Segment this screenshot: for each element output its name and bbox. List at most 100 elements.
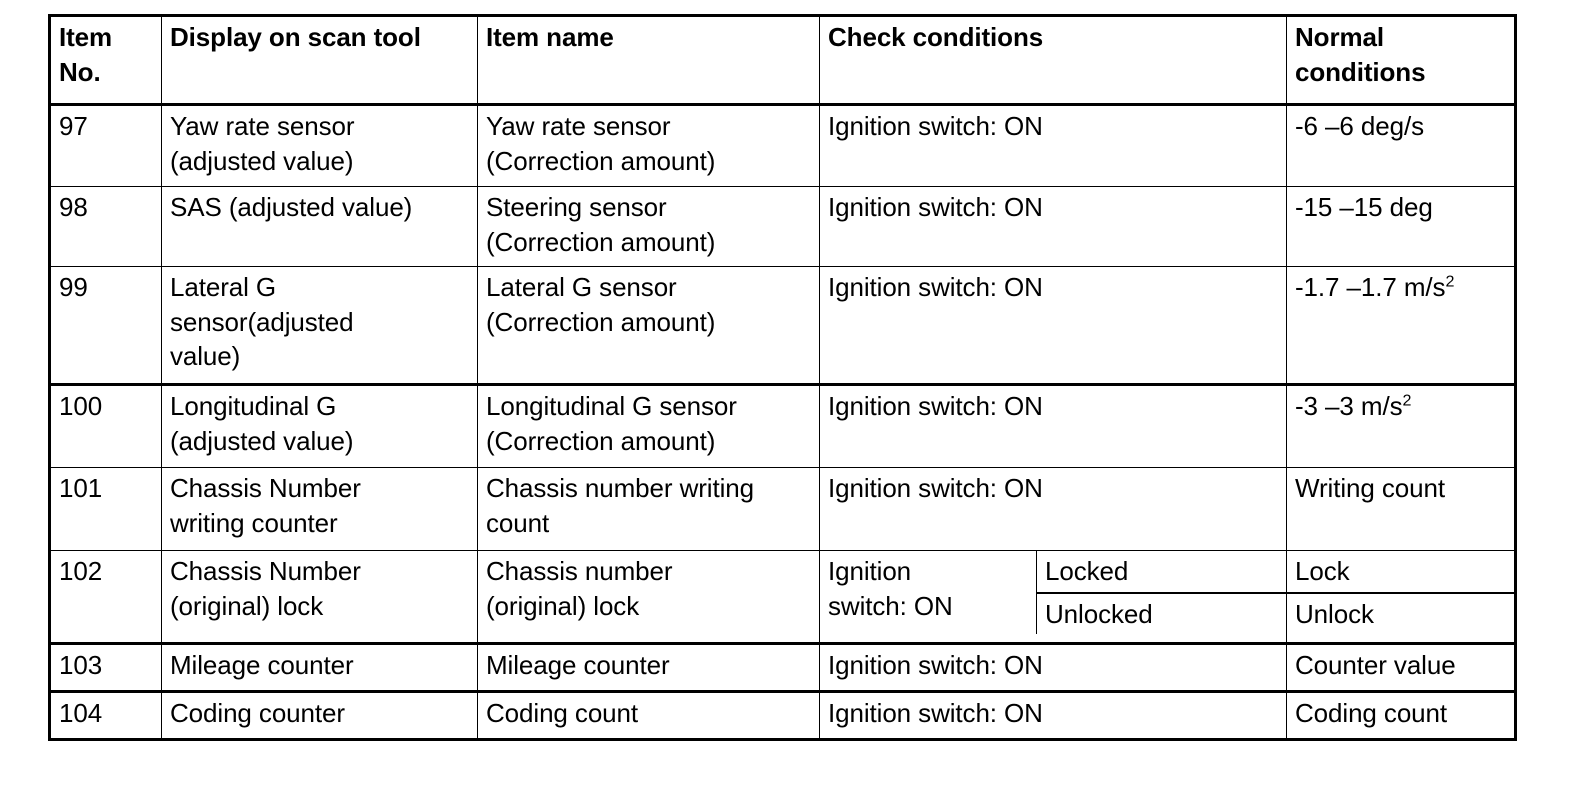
cell-line: Ignition <box>828 556 912 586</box>
scan-tool-datalist-table-wrapper: Item No. Display on scan tool Item name … <box>48 14 1517 741</box>
cell-check-conditions: Ignition switch: ON <box>819 643 1287 693</box>
column-header-display-on-scan-tool-label: Display on scan tool <box>170 22 421 52</box>
cell-display-on-scan-tool: Mileage counter <box>161 643 478 693</box>
table-row: 103 Mileage counter Mileage counter Igni… <box>49 643 1516 693</box>
cell-line: switch: ON <box>828 590 953 621</box>
table-row: 98 SAS (adjusted value) Steering sensor … <box>49 186 1516 267</box>
cell-item-no: 97 <box>49 104 162 187</box>
cell-display-on-scan-tool: SAS (adjusted value) <box>161 186 478 267</box>
cell-line: (adjusted value) <box>170 145 354 176</box>
check-condition-text: Ignition switch: ON <box>820 551 1037 635</box>
table-header: Item No. Display on scan tool Item name … <box>49 15 1516 106</box>
cell-display-on-scan-tool: Lateral G sensor(adjusted value) <box>161 266 478 386</box>
cell-line: (Correction amount) <box>486 425 716 456</box>
cell-check-conditions: Ignition switch: ON <box>819 266 1287 386</box>
cell-check-conditions-split: Ignition switch: ON Locked Unlocked <box>819 550 1287 645</box>
header-row: Item No. Display on scan tool Item name … <box>49 15 1516 106</box>
cell-line: (original) lock <box>486 590 640 621</box>
normal-value-exponent: 2 <box>1445 272 1455 291</box>
cell-normal-conditions: Counter value <box>1286 643 1516 693</box>
cell-line: count <box>486 507 550 538</box>
cell-line: Mileage counter <box>170 650 354 680</box>
cell-normal-conditions: Coding count <box>1286 691 1516 740</box>
cell-check-conditions: Ignition switch: ON <box>819 104 1287 187</box>
table-row: 102 Chassis Number (original) lock Chass… <box>49 550 1516 645</box>
cell-line: sensor(adjusted <box>170 306 354 337</box>
cell-item-name: Lateral G sensor (Correction amount) <box>477 266 820 386</box>
column-header-item-no: Item No. <box>49 15 162 106</box>
normal-value-exponent: 2 <box>1402 391 1412 410</box>
cell-normal-conditions: -6 –6 deg/s <box>1286 104 1516 187</box>
cell-display-on-scan-tool: Yaw rate sensor (adjusted value) <box>161 104 478 187</box>
column-header-normal-conditions: Normal conditions <box>1286 15 1516 106</box>
column-header-display-on-scan-tool: Display on scan tool <box>161 15 478 106</box>
check-condition-states: Locked Unlocked <box>1037 551 1286 634</box>
cell-line: Mileage counter <box>486 650 670 680</box>
cell-line: (Correction amount) <box>486 306 716 337</box>
cell-line: (Correction amount) <box>486 145 716 176</box>
cell-line: value) <box>170 341 241 372</box>
cell-line: Coding count <box>486 698 639 728</box>
normal-value-number: -1.7 –1.7 <box>1295 272 1397 302</box>
table-row: 100 Longitudinal G (adjusted value) Long… <box>49 384 1516 468</box>
cell-line: Chassis Number <box>170 556 361 586</box>
cell-normal-conditions: -1.7 –1.7 m/s2 <box>1286 266 1516 386</box>
cell-normal-conditions: -15 –15 deg <box>1286 186 1516 267</box>
cell-normal-conditions: -3 –3 m/s2 <box>1286 384 1516 468</box>
normal-state-unlock: Unlock <box>1295 598 1374 629</box>
column-header-normal-conditions-line2: conditions <box>1295 56 1426 87</box>
normal-value-unit: m/s <box>1360 391 1403 421</box>
cell-line: Lateral G sensor <box>486 272 677 302</box>
column-header-normal-conditions-line1: Normal <box>1295 22 1384 52</box>
check-state-unlocked: Unlocked <box>1045 598 1153 629</box>
column-header-item-name: Item name <box>477 15 820 106</box>
table-row: 101 Chassis Number writing counter Chass… <box>49 467 1516 551</box>
cell-item-no: 103 <box>49 643 162 693</box>
table-row: 99 Lateral G sensor(adjusted value) Late… <box>49 266 1516 386</box>
column-header-check-conditions-label: Check conditions <box>828 22 1044 52</box>
cell-item-name: Chassis number writing count <box>477 467 820 551</box>
cell-item-no: 99 <box>49 266 162 386</box>
cell-item-name: Coding count <box>477 691 820 740</box>
column-header-check-conditions: Check conditions <box>819 15 1287 106</box>
cell-check-conditions: Ignition switch: ON <box>819 384 1287 468</box>
cell-line: Lateral G <box>170 272 277 302</box>
cell-item-name: Chassis number (original) lock <box>477 550 820 645</box>
cell-line: SAS (adjusted value) <box>170 192 413 222</box>
cell-display-on-scan-tool: Longitudinal G (adjusted value) <box>161 384 478 468</box>
cell-line: (original) lock <box>170 590 324 621</box>
cell-line: (adjusted value) <box>170 425 354 456</box>
cell-item-name: Longitudinal G sensor (Correction amount… <box>477 384 820 468</box>
table-body: 97 Yaw rate sensor (adjusted value) Yaw … <box>49 104 1516 740</box>
cell-line: Longitudinal G sensor <box>486 391 737 421</box>
cell-item-no: 102 <box>49 550 162 645</box>
cell-item-name: Steering sensor (Correction amount) <box>477 186 820 267</box>
cell-line: Yaw rate sensor <box>486 111 671 141</box>
normal-value-number: -3 –3 <box>1295 391 1354 421</box>
cell-line: writing counter <box>170 507 338 538</box>
cell-line: Yaw rate sensor <box>170 111 355 141</box>
column-header-item-name-label: Item name <box>486 22 614 52</box>
cell-check-conditions: Ignition switch: ON <box>819 186 1287 267</box>
check-state-locked: Locked <box>1037 551 1286 594</box>
cell-check-conditions: Ignition switch: ON <box>819 691 1287 740</box>
cell-item-no: 104 <box>49 691 162 740</box>
cell-line: Chassis Number <box>170 473 361 503</box>
cell-item-no: 98 <box>49 186 162 267</box>
normal-value-unit: m/s <box>1403 272 1446 302</box>
table-row: 104 Coding counter Coding count Ignition… <box>49 691 1516 740</box>
cell-item-no: 101 <box>49 467 162 551</box>
cell-display-on-scan-tool: Coding counter <box>161 691 478 740</box>
cell-line: Chassis number writing <box>486 473 755 503</box>
cell-display-on-scan-tool: Chassis Number writing counter <box>161 467 478 551</box>
cell-line: (Correction amount) <box>486 226 716 257</box>
cell-item-name: Yaw rate sensor (Correction amount) <box>477 104 820 187</box>
split-container: Ignition switch: ON Locked Unlocked <box>820 551 1286 635</box>
cell-normal-conditions-split: Lock Unlock <box>1286 550 1516 645</box>
cell-display-on-scan-tool: Chassis Number (original) lock <box>161 550 478 645</box>
cell-line: Steering sensor <box>486 192 667 222</box>
cell-item-name: Mileage counter <box>477 643 820 693</box>
cell-line: Longitudinal G <box>170 391 337 421</box>
table-row: 97 Yaw rate sensor (adjusted value) Yaw … <box>49 104 1516 187</box>
